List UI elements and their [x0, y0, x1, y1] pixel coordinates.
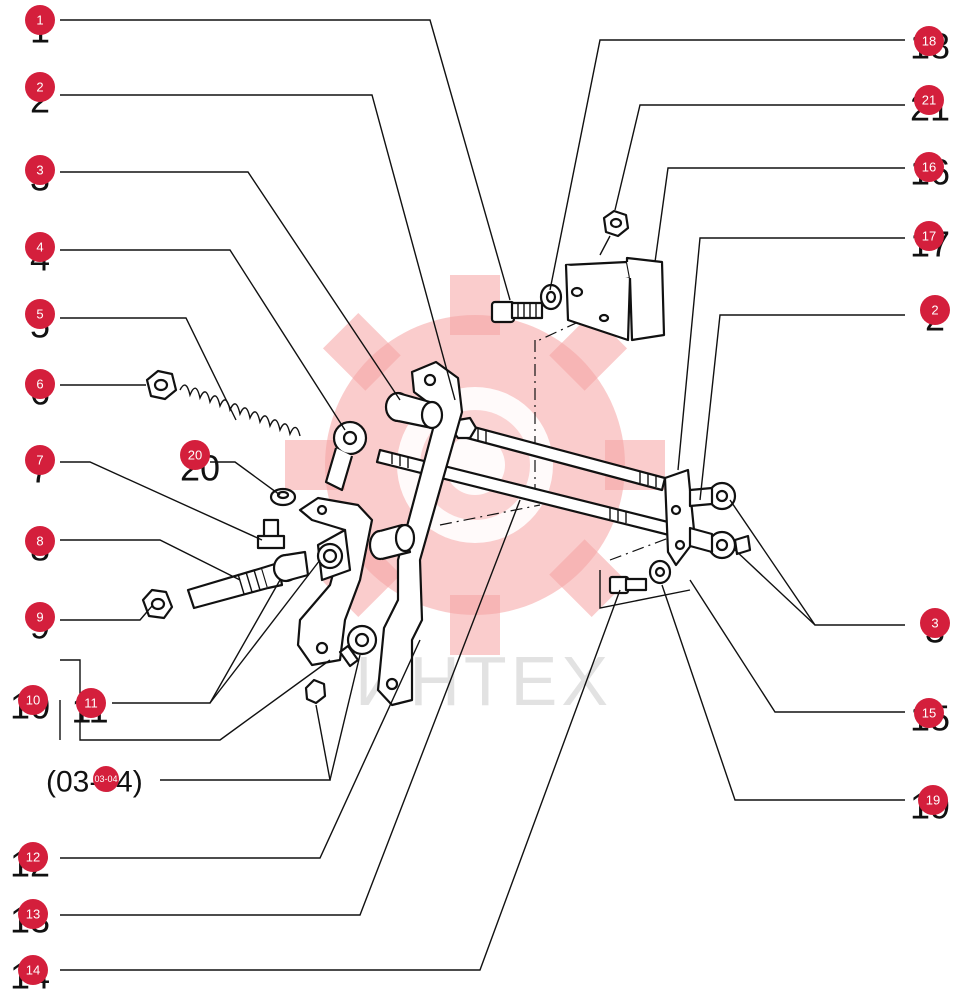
- svg-text:1: 1: [36, 13, 43, 28]
- callout-2[interactable]: 2: [25, 72, 55, 102]
- bracket-part-11: [296, 496, 374, 667]
- svg-text:19: 19: [926, 793, 940, 808]
- callout-3[interactable]: 3: [25, 155, 55, 185]
- spring-part-5: [179, 384, 301, 437]
- svg-text:03-04: 03-04: [94, 774, 117, 784]
- callout-18[interactable]: 18: [914, 26, 944, 56]
- parts-drawing: [141, 209, 752, 707]
- callout-19[interactable]: 19: [918, 785, 948, 815]
- callout-0304[interactable]: 03-04: [93, 766, 119, 792]
- svg-text:11: 11: [84, 696, 98, 711]
- rod-end-part-4: [324, 420, 368, 492]
- svg-text:8: 8: [36, 534, 43, 549]
- rod-end-part-3-right: [688, 481, 752, 560]
- callout-11[interactable]: 11: [76, 688, 106, 718]
- svg-text:20: 20: [188, 448, 202, 463]
- callout-12[interactable]: 12: [18, 842, 48, 872]
- svg-text:21: 21: [922, 93, 936, 108]
- bolt-part-1: [490, 300, 544, 324]
- callout-20[interactable]: 20: [180, 440, 210, 470]
- svg-text:12: 12: [26, 850, 40, 865]
- svg-text:5: 5: [36, 307, 43, 322]
- svg-text:18: 18: [922, 34, 936, 49]
- svg-text:13: 13: [26, 907, 40, 922]
- callout-9[interactable]: 9: [25, 602, 55, 632]
- callout-21[interactable]: 21: [914, 85, 944, 115]
- svg-text:7: 7: [36, 453, 43, 468]
- svg-text:3: 3: [931, 616, 938, 631]
- svg-text:2: 2: [931, 303, 938, 318]
- svg-text:14: 14: [26, 963, 40, 978]
- svg-text:9: 9: [36, 610, 43, 625]
- callout-16[interactable]: 16: [914, 152, 944, 182]
- washer-part-18: [539, 283, 563, 311]
- svg-text:17: 17: [922, 229, 936, 244]
- callout-3-right[interactable]: 3: [920, 608, 950, 638]
- callout-2-right[interactable]: 2: [920, 295, 950, 325]
- callout-8[interactable]: 8: [25, 526, 55, 556]
- bracket-part-16: [564, 256, 666, 342]
- svg-text:4: 4: [36, 240, 43, 255]
- pin-part-8: [186, 561, 284, 610]
- bushing-part-3: [384, 391, 444, 430]
- svg-text:3: 3: [36, 163, 43, 178]
- callout-4[interactable]: 4: [25, 232, 55, 262]
- callout-6[interactable]: 6: [25, 369, 55, 399]
- callout-badges: 1 2 3 4 5 6 7 8 9 10 11 12 13 14 15 16 1…: [18, 5, 950, 985]
- callout-1[interactable]: 1: [25, 5, 55, 35]
- washer-part-19: [648, 559, 672, 585]
- callout-7[interactable]: 7: [25, 445, 55, 475]
- callout-5[interactable]: 5: [25, 299, 55, 329]
- bolt-part-14: [608, 575, 648, 595]
- callout-13[interactable]: 13: [18, 899, 48, 929]
- callout-17[interactable]: 17: [914, 221, 944, 251]
- svg-text:2: 2: [36, 80, 43, 95]
- clevis-part-15: [663, 468, 697, 567]
- bushing-part-3-lower: [368, 523, 416, 561]
- svg-text:16: 16: [922, 160, 936, 175]
- bushing-part-10: [272, 550, 310, 583]
- lever-part-12: [376, 360, 464, 707]
- nut-part-6: [145, 369, 178, 401]
- nut-part-21: [599, 209, 630, 256]
- callout-10[interactable]: 10: [18, 685, 48, 715]
- nut-part-9: [141, 588, 174, 620]
- bolt-part-7: [256, 518, 286, 550]
- callout-15[interactable]: 15: [914, 698, 944, 728]
- svg-text:6: 6: [36, 377, 43, 392]
- svg-text:15: 15: [922, 706, 936, 721]
- fastener-part-0304: [304, 624, 378, 705]
- leader-lines: [59, 19, 905, 971]
- callout-14[interactable]: 14: [18, 955, 48, 985]
- svg-text:10: 10: [26, 693, 40, 708]
